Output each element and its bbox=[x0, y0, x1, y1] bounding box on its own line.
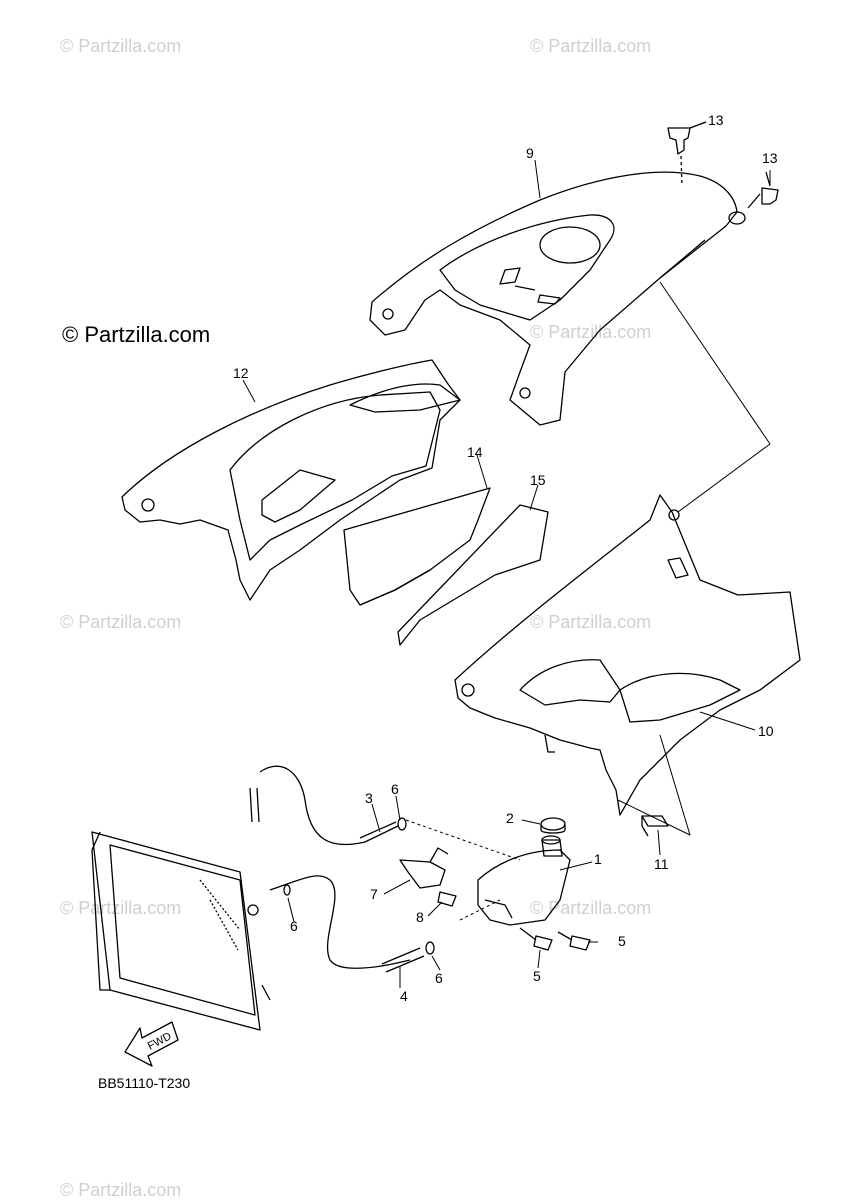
watermark: © Partzilla.com bbox=[60, 1180, 182, 1200]
clamp-6-c bbox=[425, 941, 435, 955]
part-14-panel bbox=[343, 487, 491, 606]
part-2-cap bbox=[540, 817, 566, 834]
callout-11: 11 bbox=[654, 856, 669, 872]
part-10-side-cover bbox=[454, 494, 801, 816]
watermark: © Partzilla.com bbox=[530, 612, 652, 632]
diagram-code: BB51110-T230 bbox=[98, 1075, 191, 1091]
part-11-block bbox=[641, 815, 669, 837]
callout-5-right: 5 bbox=[618, 933, 626, 949]
hose-4 bbox=[269, 875, 425, 973]
watermark: © Partzilla.com bbox=[530, 898, 652, 918]
callout-8: 8 bbox=[416, 909, 424, 925]
part-5-bolt-b bbox=[557, 931, 591, 951]
callout-14: 14 bbox=[467, 444, 483, 460]
callout-1: 1 bbox=[594, 851, 602, 867]
callout-6-top: 6 bbox=[391, 781, 399, 797]
callout-5-bottom: 5 bbox=[533, 968, 541, 984]
radiator bbox=[91, 831, 271, 1031]
callout-10: 10 bbox=[758, 723, 774, 739]
part-8-bolt bbox=[437, 891, 457, 907]
part-13-clip-side bbox=[747, 171, 779, 209]
part-12-side-cover bbox=[121, 359, 461, 601]
watermark: © Partzilla.com bbox=[530, 322, 652, 342]
watermark: © Partzilla.com bbox=[60, 36, 182, 56]
callout-13-side: 13 bbox=[762, 150, 778, 166]
part-15-strip bbox=[397, 504, 549, 646]
watermark: © Partzilla.com bbox=[60, 612, 182, 632]
brand-label: © Partzilla.com bbox=[62, 322, 211, 347]
callout-6-bottom: 6 bbox=[435, 970, 443, 986]
part-1-reservoir bbox=[477, 835, 571, 926]
callout-6-left: 6 bbox=[290, 918, 298, 934]
watermark: © Partzilla.com bbox=[530, 36, 652, 56]
callout-2: 2 bbox=[506, 810, 514, 826]
part-9-cover bbox=[369, 171, 746, 426]
part-7-bracket bbox=[399, 847, 449, 889]
callout-9: 9 bbox=[526, 145, 534, 161]
callout-12: 12 bbox=[233, 365, 249, 381]
callout-13-top: 13 bbox=[708, 112, 724, 128]
part-5-bolt-a bbox=[519, 927, 553, 951]
callout-7: 7 bbox=[370, 886, 378, 902]
clamp-6-a bbox=[397, 817, 407, 831]
hose-3 bbox=[249, 765, 399, 846]
callout-15: 15 bbox=[530, 472, 546, 488]
callout-3: 3 bbox=[365, 790, 373, 806]
clamp-6-b bbox=[283, 884, 291, 896]
fwd-arrow-icon bbox=[124, 1021, 179, 1067]
leader-lines bbox=[242, 121, 771, 988]
watermark: © Partzilla.com bbox=[60, 898, 182, 918]
callout-4: 4 bbox=[400, 988, 408, 1004]
